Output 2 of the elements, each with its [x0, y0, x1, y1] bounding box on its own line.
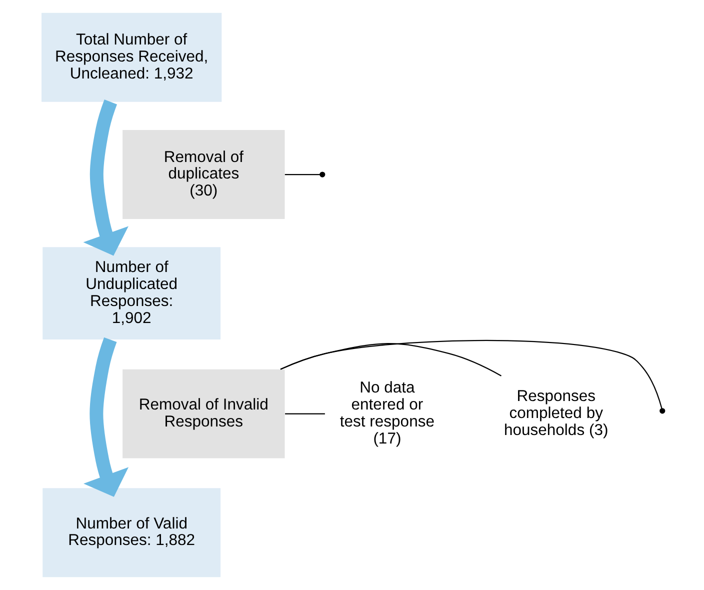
node-text: Responses completed by households (3) [504, 388, 608, 439]
node-text: No data entered or test response (17) [339, 380, 434, 448]
